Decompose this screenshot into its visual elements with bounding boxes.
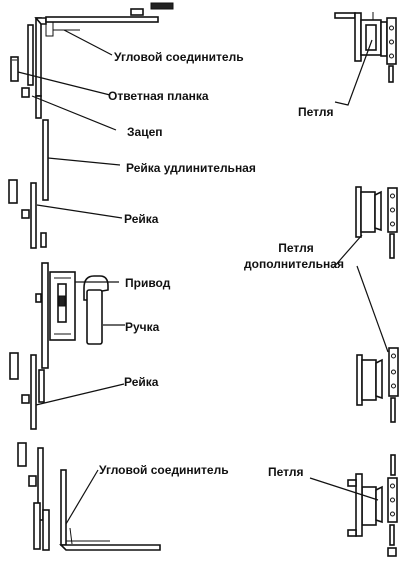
hook (21, 87, 42, 119)
label-extra-hinge-line2: дополнительная (244, 257, 344, 271)
label-extra-hinge-line1: Петля (278, 241, 313, 255)
hinge-top (334, 12, 397, 83)
corner-connector-bottom (17, 442, 161, 551)
hinge-bottom (347, 454, 398, 557)
label-rail-lower: Рейка (124, 375, 159, 389)
label-handle: Ручка (125, 320, 160, 334)
label-extension-rail: Рейка удлинительная (126, 161, 256, 175)
leader-lines (17, 29, 389, 525)
label-hook: Зацеп (127, 125, 163, 139)
strike-plate (10, 56, 19, 82)
label-strike-plate: Ответная планка (108, 89, 209, 103)
extra-hinge-upper (355, 186, 398, 259)
rail-lower (9, 352, 45, 430)
label-hinge-top: Петля (298, 105, 333, 119)
extension-rail (42, 119, 49, 201)
label-rail-upper: Рейка (124, 212, 159, 226)
drive-mechanism (35, 262, 76, 369)
corner-connector-top (27, 2, 174, 97)
label-drive: Привод (125, 276, 171, 290)
label-hinge-bottom: Петля (268, 465, 303, 479)
label-corner-connector-bottom: Угловой соединитель (99, 463, 229, 477)
handle (83, 275, 109, 345)
label-corner-connector-top: Угловой соединитель (114, 50, 244, 64)
extra-hinge-lower (356, 347, 399, 423)
rail-upper (8, 179, 47, 249)
